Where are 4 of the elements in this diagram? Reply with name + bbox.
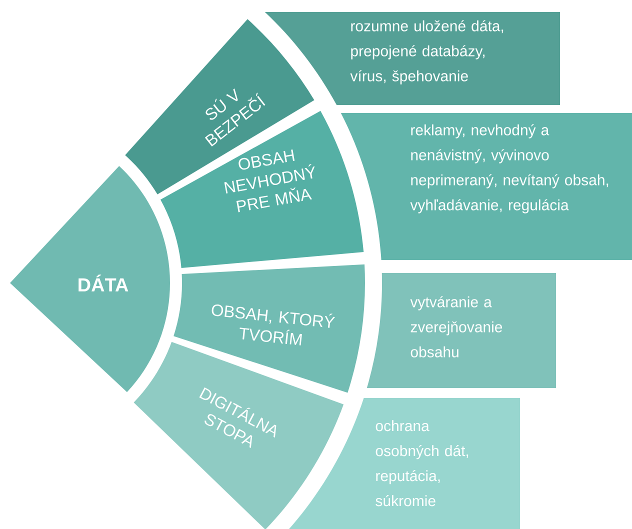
text-box: vytváranie a zverejňovanie obsahu [366, 272, 556, 388]
text-box: ochrana osobných dát, reputácia, súkromie [289, 398, 520, 529]
text-box: reklamy, nevhodný a nenávistný, vývinovo neprimeraný, nevítaný obsah, vyhľadávanie, regulácia [340, 113, 632, 260]
text-box: rozumne uložené dáta, prepojené databázy, vírus, špehovanie [264, 12, 560, 105]
